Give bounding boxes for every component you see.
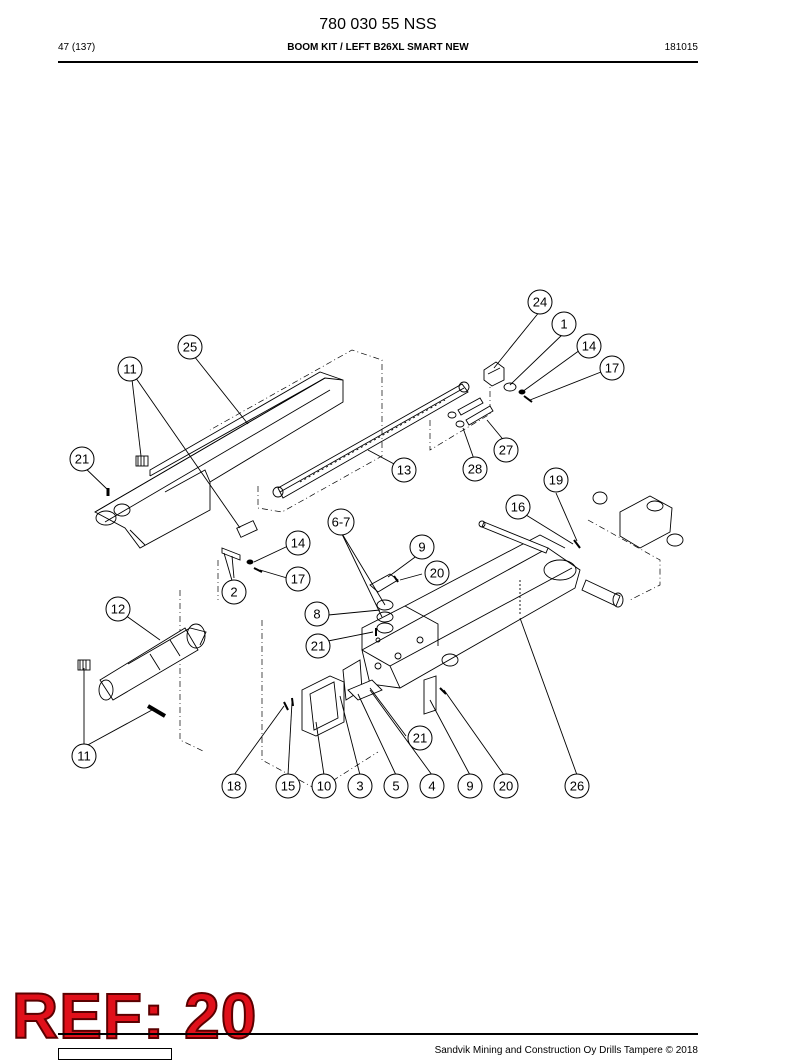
callout-17: 17	[599, 355, 625, 381]
callout-20: 20	[493, 773, 519, 799]
callout-14: 14	[576, 333, 602, 359]
footer-copyright: Sandvik Mining and Construction Oy Drill…	[434, 1045, 698, 1056]
callout-28: 28	[462, 456, 488, 482]
callout-25: 25	[177, 334, 203, 360]
callout-number: 27	[499, 443, 513, 458]
callout-14: 14	[285, 530, 311, 556]
date-code: 181015	[664, 42, 698, 53]
tie-rod	[478, 520, 549, 554]
callout-21: 21	[305, 633, 331, 659]
callout-number: 1	[560, 317, 567, 332]
callout-number: 20	[499, 779, 513, 794]
callout-number: 4	[428, 779, 435, 794]
callout-number: 8	[313, 607, 320, 622]
callout-number: 11	[77, 749, 91, 764]
callout-number: 5	[392, 779, 399, 794]
callout-11: 11	[117, 356, 143, 382]
washers-plates	[369, 573, 399, 636]
page-reference: 47 (137)	[58, 42, 96, 53]
upper-boom-profile	[94, 371, 344, 549]
stacked-plates	[283, 659, 383, 737]
callout-number: 12	[111, 602, 125, 617]
callout-21: 21	[407, 725, 433, 751]
ref-stamp: REF: 20	[11, 980, 258, 1052]
callout-number: 21	[311, 639, 325, 654]
callout-number: 21	[413, 731, 427, 746]
callout-24: 24	[527, 289, 553, 315]
footer-divider	[58, 1033, 698, 1035]
callout-20: 20	[424, 560, 450, 586]
callout-8: 8	[304, 601, 330, 627]
callout-number: 14	[291, 536, 305, 551]
callout-number: 3	[356, 779, 363, 794]
callout-number: 26	[570, 779, 584, 794]
callout-19: 19	[543, 467, 569, 493]
header-divider	[58, 61, 698, 63]
callout-13: 13	[391, 457, 417, 483]
document-number: 780 030 55 NSS	[319, 16, 437, 33]
brand-logo	[58, 1048, 172, 1060]
callout-5: 5	[383, 773, 409, 799]
callout-10: 10	[311, 773, 337, 799]
lower-boom	[361, 534, 581, 689]
callout-18: 18	[221, 773, 247, 799]
callout-balloons: 24 1 14 17 25 11 21 13 28 27 19 16 6-7 9…	[69, 289, 625, 799]
boom-pin	[581, 579, 624, 608]
callout-number: 10	[317, 779, 331, 794]
callout-number: 20	[430, 566, 444, 581]
callout-number: 15	[281, 779, 295, 794]
callout-number: 21	[75, 452, 89, 467]
callout-9: 9	[409, 534, 435, 560]
callout-number: 13	[397, 463, 411, 478]
callout-number: 19	[549, 473, 563, 488]
callout-number: 11	[123, 362, 137, 377]
pins	[447, 397, 494, 428]
callout-number: 16	[511, 500, 525, 515]
callout-11: 11	[71, 743, 97, 769]
callout-16: 16	[505, 494, 531, 520]
callout-number: 9	[466, 779, 473, 794]
pin-hardware	[221, 547, 263, 579]
callout-number: 17	[605, 361, 619, 376]
cylinder	[98, 623, 207, 701]
callout-17: 17	[285, 566, 311, 592]
callout-27: 27	[493, 437, 519, 463]
callout-4: 4	[419, 773, 445, 799]
swivel-bracket	[573, 491, 684, 549]
callout-12: 12	[105, 596, 131, 622]
page-title: BOOM KIT / LEFT B26XL SMART NEW	[287, 42, 469, 53]
callout-number: 6-7	[332, 515, 351, 530]
callout-2: 2	[221, 579, 247, 605]
feed-beam-rod	[272, 381, 470, 499]
callout-number: 24	[533, 295, 547, 310]
page-header: 47 (137) BOOM KIT / LEFT B26XL SMART NEW…	[58, 42, 698, 56]
callout-number: 28	[468, 462, 482, 477]
lower-plate	[423, 675, 447, 715]
callout-number: 17	[291, 572, 305, 587]
callout-number: 9	[418, 540, 425, 555]
callout-3: 3	[347, 773, 373, 799]
callout-6-7: 6-7	[327, 508, 355, 536]
bracket-hardware	[483, 361, 533, 403]
callout-number: 14	[582, 339, 596, 354]
callout-26: 26	[564, 773, 590, 799]
part-outlines	[77, 349, 684, 791]
callout-9: 9	[457, 773, 483, 799]
callout-21: 21	[69, 446, 95, 472]
leader-lines	[81, 310, 602, 776]
callout-15: 15	[275, 773, 301, 799]
callout-number: 18	[227, 779, 241, 794]
callout-1: 1	[551, 311, 577, 337]
callout-number: 2	[230, 585, 237, 600]
callout-number: 25	[183, 340, 197, 355]
